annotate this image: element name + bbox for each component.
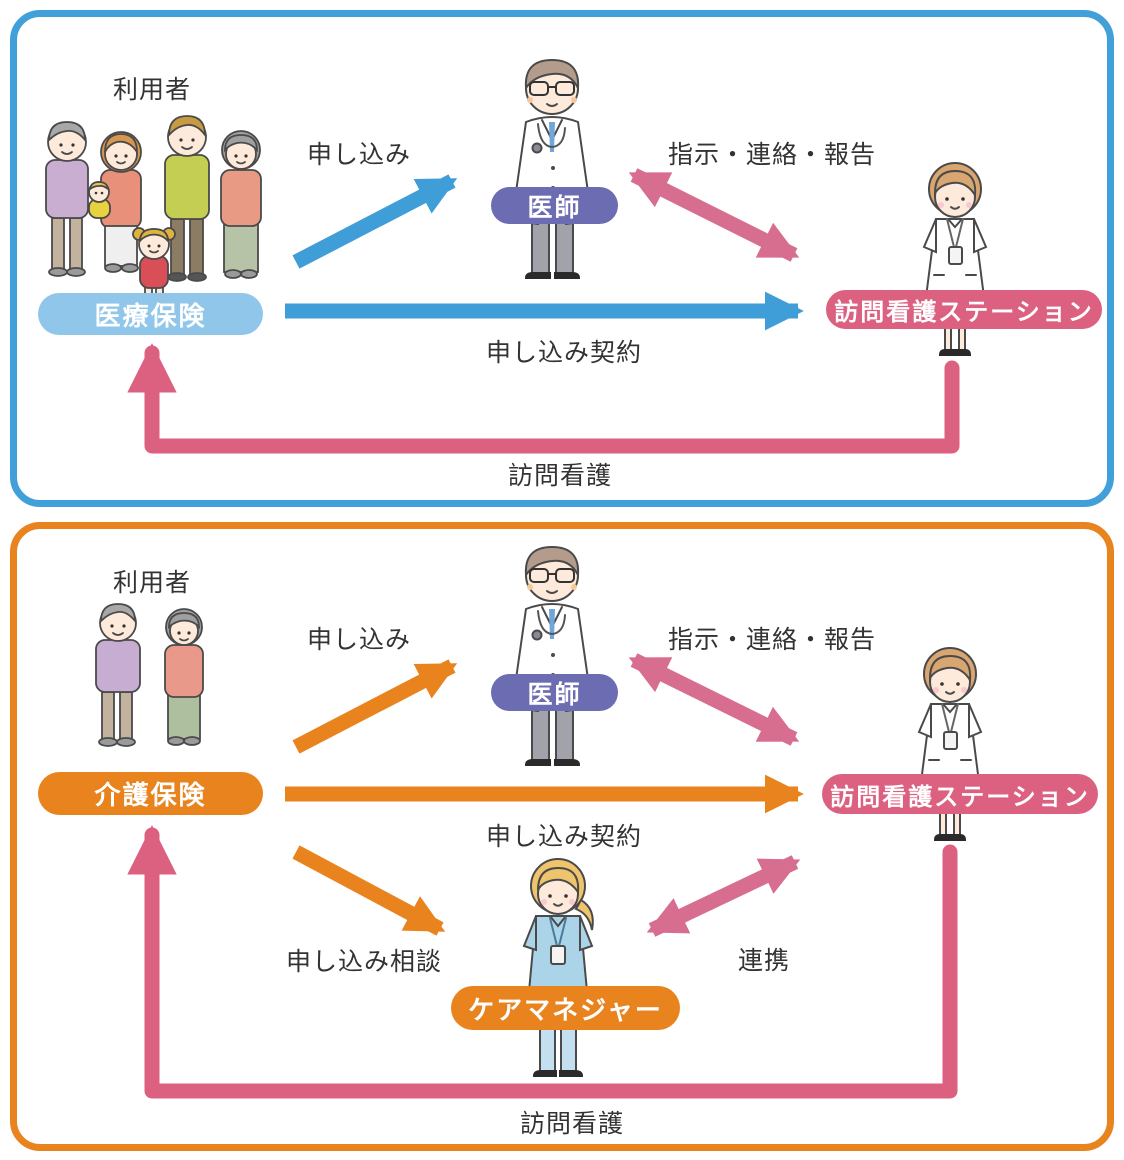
apply-label-medical: 申し込み [307, 140, 412, 169]
nurse-illustration-medical [922, 162, 988, 356]
user-label-care: 利用者 [113, 568, 192, 597]
medical-insurance-badge: 医療保険 [38, 293, 263, 335]
nurse-illustration-care [917, 647, 983, 841]
girl-figure [132, 227, 176, 303]
father-figure [164, 115, 210, 282]
doctor-badge-medical: 医師 [491, 187, 618, 224]
apply-label-care: 申し込み [307, 625, 412, 654]
station-badge-medical: 訪問看護ステーション [826, 290, 1102, 329]
mother-and-baby-figure [88, 131, 142, 273]
user-label-medical: 利用者 [113, 75, 192, 104]
elderly-man-figure [95, 603, 141, 747]
instruction-label-care: 指示・連絡・報告 [668, 625, 877, 654]
doctor-badge-care: 医師 [491, 674, 618, 711]
family-illustration [45, 115, 262, 303]
instruction-label-medical: 指示・連絡・報告 [668, 140, 877, 169]
elderly-couple-illustration [95, 603, 204, 747]
care-insurance-badge: 介護保険 [38, 772, 263, 815]
doctor-illustration-medical [510, 58, 594, 279]
contract-label-medical: 申し込み契約 [486, 338, 643, 367]
visit-label-care: 訪問看護 [520, 1109, 625, 1138]
contract-label-care: 申し込み契約 [486, 822, 643, 851]
visit-label-medical: 訪問看護 [508, 461, 613, 490]
cooperation-label-care: 連携 [738, 946, 791, 975]
care-manager-illustration [522, 858, 594, 1077]
station-badge-care: 訪問看護ステーション [822, 774, 1098, 814]
elderly-woman-figure [164, 608, 204, 746]
grandmother-figure [220, 130, 262, 279]
care-manager-badge: ケアマネジャー [451, 986, 680, 1030]
grandfather-figure [45, 121, 89, 277]
doctor-illustration-care [510, 545, 594, 766]
consult-label-care: 申し込み相談 [286, 947, 443, 976]
